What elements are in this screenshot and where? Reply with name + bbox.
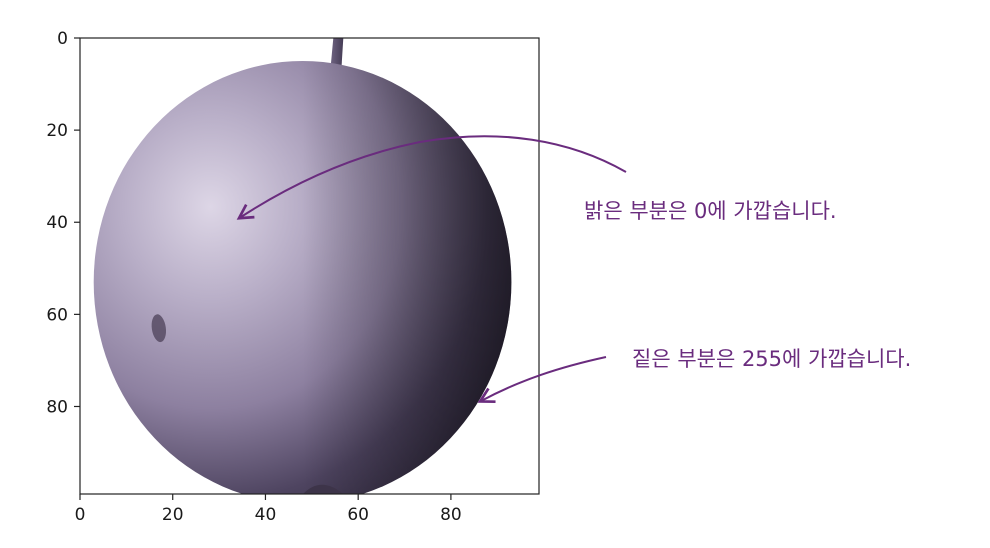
x-tick-label: 20 <box>162 505 184 525</box>
annotation-arrow-bright <box>236 135 627 220</box>
fruit-spot <box>151 314 167 343</box>
y-axis: 0 20 40 60 80 <box>46 29 80 417</box>
y-tick-label: 40 <box>46 213 68 233</box>
x-tick-label: 80 <box>440 505 462 525</box>
image-plot <box>80 38 539 494</box>
y-tick-label: 20 <box>46 121 68 141</box>
x-tick-label: 60 <box>347 505 369 525</box>
y-tick-label: 0 <box>57 29 68 49</box>
annotation-dark: 짙은 부분은 255에 가깝습니다. <box>632 347 911 371</box>
fruit-shading <box>93 61 512 494</box>
x-axis: 0 20 40 60 80 <box>75 494 462 525</box>
annotation-arrow-dark <box>477 356 607 404</box>
annotation-bright: 밝은 부분은 0에 가깝습니다. <box>584 199 837 223</box>
x-tick-label: 40 <box>255 505 277 525</box>
fruit-stem-top <box>330 38 344 71</box>
fruit-stem-bottom <box>303 484 344 494</box>
y-tick-label: 80 <box>46 397 68 417</box>
axes-frame <box>79 37 540 495</box>
x-tick-label: 0 <box>75 505 86 525</box>
y-tick-label: 60 <box>46 305 68 325</box>
